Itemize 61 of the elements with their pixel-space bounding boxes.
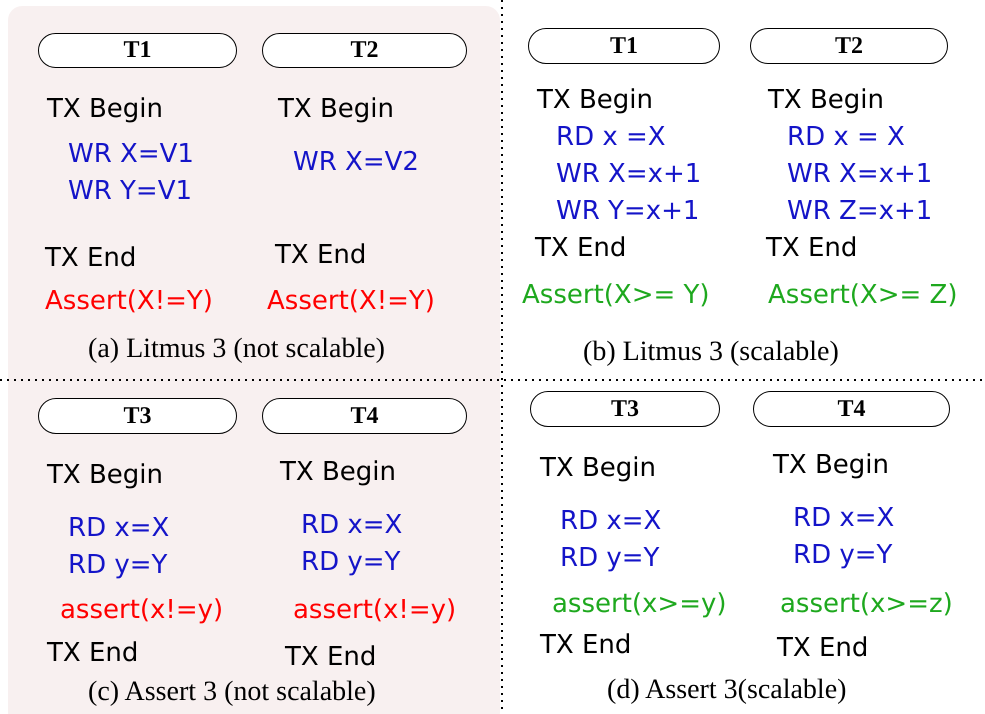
- thread-name: T4: [837, 396, 866, 422]
- assertion: assert(x!=y): [293, 597, 456, 623]
- thread-pill: [262, 398, 467, 434]
- code-line: WR Z=x+1: [787, 198, 932, 224]
- code-line: RD y=Y: [301, 549, 400, 575]
- thread-pill: [528, 28, 720, 64]
- thread-pill: [262, 33, 467, 68]
- thread-pill: [530, 391, 720, 427]
- thread-name: T2: [350, 37, 378, 64]
- code-line: TX End: [275, 242, 366, 268]
- code-line: TX End: [47, 640, 138, 666]
- code-line: TX Begin: [768, 87, 884, 113]
- thread-name: T4: [350, 402, 378, 430]
- code-line: TX Begin: [47, 96, 163, 122]
- assertion: assert(x>=y): [552, 591, 727, 617]
- thread-pill: [38, 33, 237, 68]
- code-line: WR X=x+1: [556, 161, 702, 187]
- caption: (b) Litmus 3 (scalable): [583, 336, 839, 368]
- code-line: TX End: [777, 635, 868, 661]
- code-line: RD x=X: [560, 508, 662, 534]
- code-line: TX End: [45, 245, 136, 271]
- code-line: RD y=Y: [560, 545, 660, 571]
- code-line: WR Y=x+1: [556, 198, 700, 224]
- code-line: TX End: [285, 644, 376, 670]
- code-line: RD y=Y: [68, 552, 168, 578]
- thread-name: T3: [123, 402, 152, 430]
- code-line: RD x=X: [793, 505, 894, 531]
- thread-pill: [753, 391, 950, 427]
- code-line: WR X=V1: [68, 141, 194, 167]
- code-line: TX Begin: [773, 452, 889, 478]
- assertion: Assert(X!=Y): [45, 288, 213, 314]
- code-line: RD y=Y: [793, 542, 892, 568]
- code-line: TX Begin: [540, 455, 656, 481]
- assertion: assert(x>=z): [780, 591, 953, 617]
- code-line: WR X=x+1: [787, 161, 932, 187]
- code-line: TX Begin: [537, 87, 653, 113]
- caption: (a) Litmus 3 (not scalable): [88, 333, 386, 365]
- code-line: WR Y=V1: [68, 178, 192, 204]
- code-line: TX Begin: [280, 459, 396, 485]
- caption: (d) Assert 3(scalable): [607, 674, 846, 706]
- code-line: TX End: [535, 235, 626, 261]
- code-line: RD x=X: [68, 515, 170, 541]
- caption: (c) Assert 3 (not scalable): [88, 676, 376, 708]
- code-line: TX Begin: [278, 96, 394, 122]
- assertion: Assert(X>= Z): [768, 282, 958, 308]
- code-line: TX End: [766, 235, 858, 261]
- assertion: assert(x!=y): [60, 597, 224, 623]
- code-line: TX End: [540, 632, 632, 658]
- thread-name: T2: [834, 32, 863, 60]
- assertion: Assert(X!=Y): [267, 288, 435, 314]
- thread-pill: [750, 28, 948, 64]
- code-line: RD x =X: [556, 124, 666, 150]
- thread-name: T1: [123, 37, 152, 64]
- assertion: Assert(X>= Y): [522, 282, 710, 308]
- code-line: WR X=V2: [293, 149, 419, 175]
- thread-pill: [38, 398, 237, 434]
- thread-name: T3: [610, 396, 639, 422]
- code-line: TX Begin: [47, 462, 163, 488]
- code-line: RD x = X: [787, 124, 905, 150]
- code-line: RD x=X: [301, 512, 402, 538]
- thread-name: T1: [610, 32, 638, 60]
